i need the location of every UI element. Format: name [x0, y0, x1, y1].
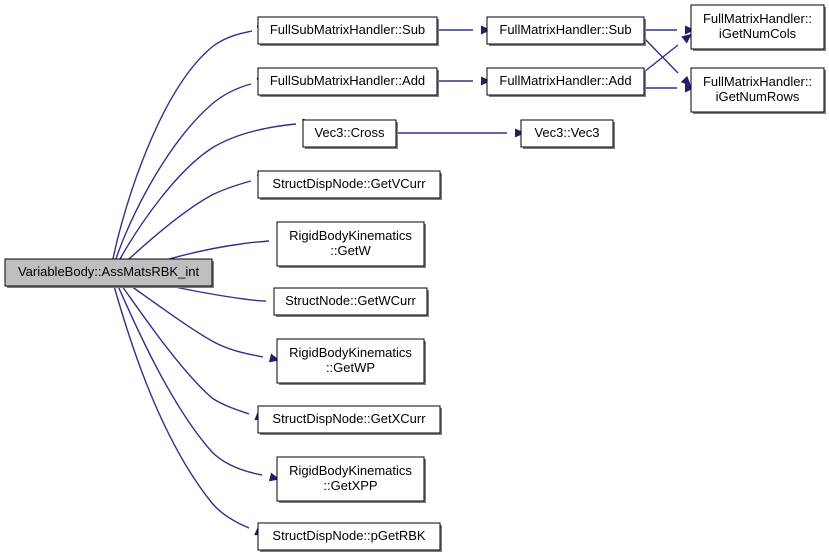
edge-line	[121, 285, 250, 415]
edge-arrowhead-icon	[681, 33, 692, 44]
node-label: FullSubMatrixHandler::Add	[270, 73, 425, 88]
edge-line	[115, 83, 252, 260]
node-rect[interactable]	[690, 67, 825, 113]
node-label: StructDispNode::GetXCurr	[272, 411, 426, 426]
node-structdispnode-pgetrbk[interactable]: StructDispNode::pGetRBK	[257, 522, 442, 552]
edge-arrowhead-icon	[481, 25, 491, 35]
node-rect[interactable]	[4, 258, 213, 287]
node-structdispnode-getxcurr[interactable]: StructDispNode::GetXCurr	[257, 405, 442, 435]
node-label: FullMatrixHandler::Add	[499, 73, 631, 88]
node-label: FullMatrixHandler::Sub	[499, 22, 631, 37]
node-rect[interactable]	[257, 522, 441, 551]
node-rect[interactable]	[690, 4, 825, 50]
node-label: StructNode::GetWCurr	[285, 293, 416, 308]
node-rect[interactable]	[486, 16, 645, 45]
edge-arrowhead-icon	[685, 25, 695, 35]
node-rigidbodykinematics-getw[interactable]: RigidBodyKinematics::GetW	[276, 221, 426, 268]
node-rect[interactable]	[257, 16, 438, 45]
node-label: ::GetW	[330, 243, 371, 258]
edge-root-to-fullsubmatrixhandler-add	[115, 77, 268, 260]
node-rect[interactable]	[486, 67, 645, 96]
edge-root-to-structnode-getwcurr	[169, 285, 284, 307]
node-fullmatrixhandler-igetnumcols[interactable]: FullMatrixHandler::iGetNumCols	[690, 4, 826, 51]
node-rect[interactable]	[257, 405, 441, 434]
nodes-layer: VariableBody::AssMatsRBK_int FullSubMatri…	[4, 4, 826, 552]
node-fullsubmatrixhandler-add[interactable]: FullSubMatrixHandler::Add	[257, 67, 439, 97]
edge-line	[128, 180, 252, 260]
node-label: ::GetWP	[326, 360, 375, 375]
node-fullsubmatrixhandler-sub[interactable]: FullSubMatrixHandler::Sub	[257, 16, 439, 46]
node-rect[interactable]	[276, 338, 425, 384]
edge-line	[643, 37, 679, 74]
node-label: RigidBodyKinematics	[289, 345, 412, 360]
node-label: StructDispNode::GetVCurr	[272, 176, 426, 191]
node-label: VariableBody::AssMatsRBK_int	[18, 264, 200, 279]
node-rect[interactable]	[302, 119, 397, 148]
node-rect[interactable]	[520, 119, 614, 148]
node-rect[interactable]	[273, 287, 428, 316]
node-vec3-cross[interactable]: Vec3::Cross	[302, 119, 398, 149]
node-fullmatrixhandler-sub[interactable]: FullMatrixHandler::Sub	[486, 16, 646, 46]
node-label: StructDispNode::pGetRBK	[272, 528, 426, 543]
node-label: FullSubMatrixHandler::Sub	[270, 22, 425, 37]
node-fullmatrixhandler-igetnumrows[interactable]: FullMatrixHandler::iGetNumRows	[690, 67, 826, 114]
edge-vec3-cross-to-vec3-vec3	[396, 128, 525, 138]
node-label: iGetNumCols	[719, 26, 797, 41]
node-variablebody-assmatsrbk-int[interactable]: VariableBody::AssMatsRBK_int	[4, 258, 214, 288]
node-rect[interactable]	[276, 221, 425, 267]
node-rect[interactable]	[276, 456, 425, 502]
edge-root-to-structdispnode-getxcurr	[121, 285, 266, 421]
node-label: FullMatrixHandler::	[703, 74, 812, 89]
node-structdispnode-getvcurr[interactable]: StructDispNode::GetVCurr	[257, 170, 442, 200]
edge-line	[117, 285, 263, 476]
edge-arrowhead-icon	[680, 75, 692, 87]
node-label: iGetNumRows	[716, 89, 800, 104]
edge-line	[169, 285, 267, 302]
edge-line	[130, 285, 264, 358]
node-label: Vec3::Cross	[314, 125, 385, 140]
node-structnode-getwcurr[interactable]: StructNode::GetWCurr	[273, 287, 429, 317]
edge-fullmatrixhandler-sub-to-igetnumrows	[643, 37, 692, 87]
node-rigidbodykinematics-getxpp[interactable]: RigidBodyKinematics::GetXPP	[276, 456, 426, 503]
edge-fullsubmatrixhandler-add-to-fullmatrixhandler-add	[437, 76, 491, 86]
node-label: RigidBodyKinematics	[289, 228, 412, 243]
edge-line	[168, 240, 270, 260]
node-rigidbodykinematics-getwp[interactable]: RigidBodyKinematics::GetWP	[276, 338, 426, 385]
edge-arrowhead-icon	[685, 83, 695, 93]
edge-fullmatrixhandler-sub-to-igetnumcols	[644, 25, 695, 35]
edge-line	[119, 123, 297, 260]
node-label: Vec3::Vec3	[534, 125, 599, 140]
edge-root-to-rigidbodykinematics-getw	[168, 235, 287, 260]
node-vec3-vec3[interactable]: Vec3::Vec3	[520, 119, 615, 149]
edge-line	[113, 285, 250, 529]
edge-line	[643, 44, 679, 73]
edge-root-to-rigidbodykinematics-getwp	[130, 285, 280, 363]
node-rect[interactable]	[257, 170, 441, 199]
node-fullmatrixhandler-add[interactable]: FullMatrixHandler::Add	[486, 67, 646, 97]
edge-fullmatrixhandler-add-to-igetnumrows	[644, 83, 695, 93]
node-rect[interactable]	[257, 67, 438, 96]
edge-root-to-fullsubmatrixhandler-sub	[112, 25, 268, 260]
node-label: RigidBodyKinematics	[289, 463, 412, 478]
edge-fullmatrixhandler-add-to-igetnumcols	[643, 33, 692, 73]
edge-arrowhead-icon	[515, 128, 525, 138]
node-label: ::GetXPP	[323, 478, 377, 493]
node-label: FullMatrixHandler::	[703, 11, 812, 26]
edge-arrowhead-icon	[481, 76, 491, 86]
edge-line	[112, 30, 253, 260]
edge-fullsubmatrixhandler-sub-to-fullmatrixhandler-sub	[437, 25, 491, 35]
